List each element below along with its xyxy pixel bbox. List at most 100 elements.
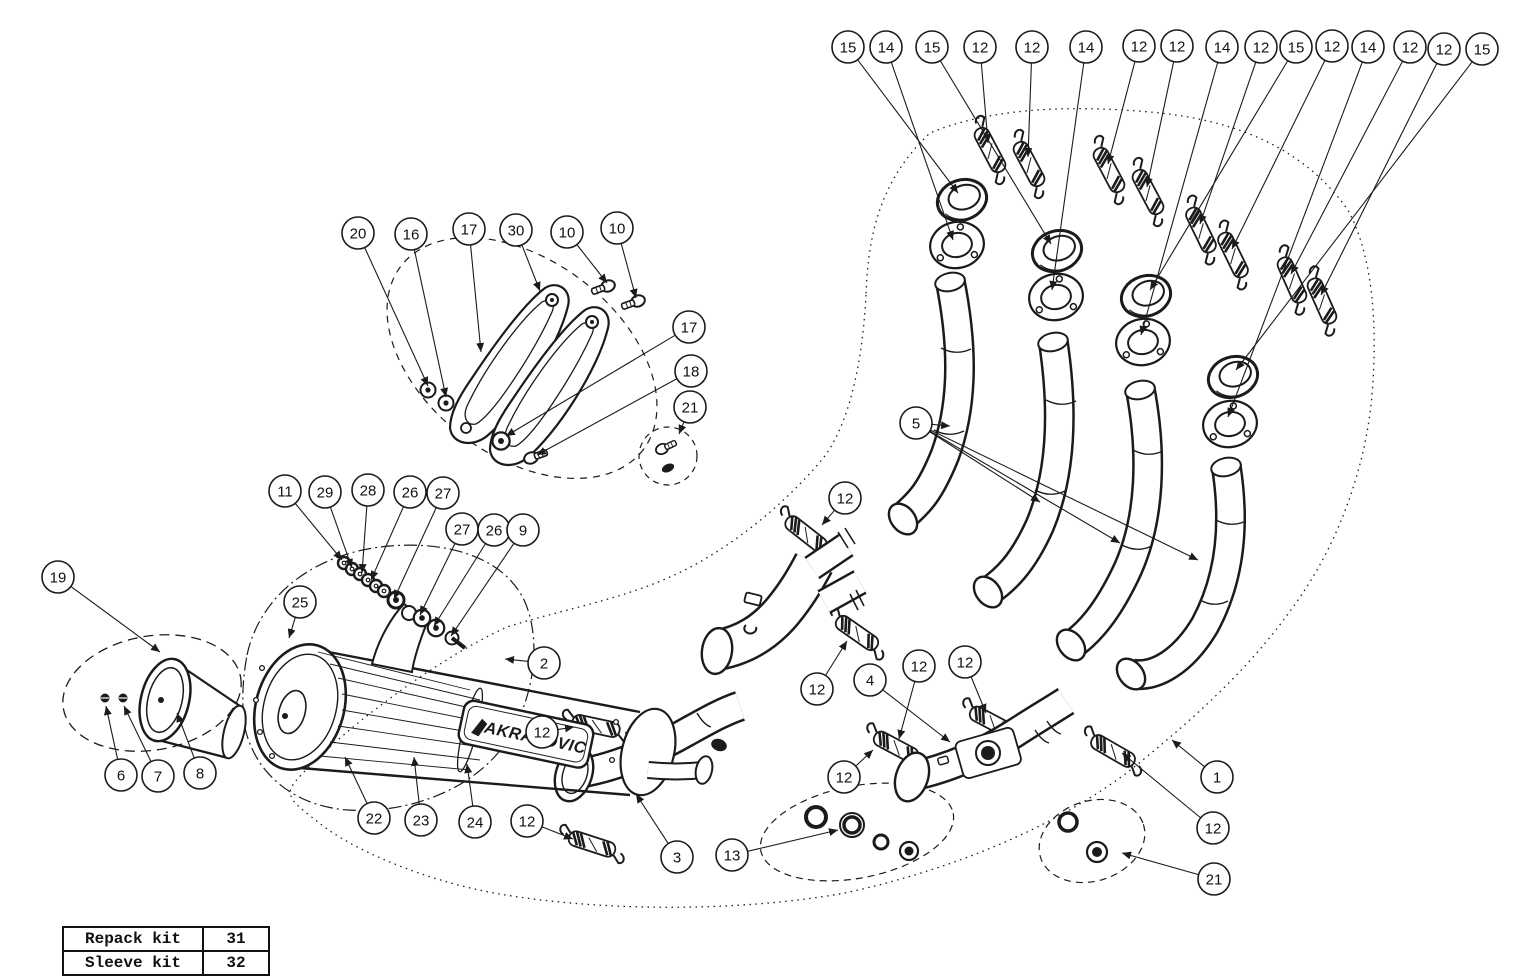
callout-leader-line (70, 586, 161, 653)
callout-12: 12 (897, 649, 936, 740)
callout-leader-line (890, 62, 954, 241)
callout-20: 20 (341, 216, 429, 387)
callout-14: 14 (869, 30, 954, 241)
callout-leader-line (857, 59, 959, 194)
callout-number: 4 (866, 672, 874, 689)
repack-kit-number: 31 (202, 926, 270, 952)
callout-8: 8 (176, 712, 217, 790)
callout-12: 12 (1015, 30, 1049, 158)
callout-leader-line (1199, 62, 1257, 225)
callout-number: 5 (912, 415, 920, 432)
callout-leader-line (287, 617, 296, 639)
callout-16: 16 (394, 217, 449, 398)
callout-leader-line (558, 724, 575, 733)
callout-circle (902, 649, 936, 683)
callout-circle (510, 804, 544, 838)
kits-table-row: Sleeve kit 32 (62, 950, 270, 976)
callout-circle (1015, 30, 1049, 64)
callout-number: 12 (1436, 41, 1453, 58)
callout-number: 28 (360, 482, 377, 499)
gasket-kit-parts (804, 805, 920, 862)
callout-27: 27 (419, 512, 479, 616)
callout-number: 15 (1474, 41, 1491, 58)
callout-leader-line (104, 705, 119, 759)
callout-2: 2 (504, 646, 561, 680)
hanger-bracket-straps (448, 284, 610, 467)
callout-15: 15 (1149, 30, 1313, 291)
callout-leader-line (1121, 752, 1201, 818)
callout-number: 9 (519, 522, 527, 539)
callout-leader-line (620, 243, 638, 299)
callout-number: 14 (878, 39, 895, 56)
callout-17: 17 (505, 310, 706, 437)
callout-leader-line (470, 245, 485, 353)
callout-leader-line (576, 244, 608, 284)
callout-number: 16 (403, 226, 420, 243)
callout-leader-line (940, 60, 1052, 245)
callout-number: 12 (1024, 39, 1041, 56)
callout-number: 27 (435, 485, 452, 502)
callout-circle (674, 354, 708, 388)
callout-number: 21 (682, 399, 699, 416)
callout-12: 12 (827, 749, 874, 794)
callout-leader-line (747, 828, 839, 852)
callout-leader-line (521, 245, 541, 292)
callout-leader-line (123, 705, 152, 762)
callout-number: 7 (154, 768, 162, 785)
callout-12: 12 (948, 645, 987, 714)
callout-4: 4 (853, 663, 951, 743)
callout-24: 24 (458, 763, 492, 839)
callout-12: 12 (1144, 29, 1194, 188)
callout-number: 21 (1206, 871, 1223, 888)
kits-table-row: Repack kit 31 (62, 926, 270, 952)
callout-leader-line (536, 378, 677, 456)
callout-circle (1393, 30, 1427, 64)
callout-leader-line (980, 63, 992, 144)
callout-number: 2 (540, 655, 548, 672)
callout-23: 23 (404, 756, 438, 837)
kit-boundary-dotted (289, 108, 1375, 908)
callout-number: 17 (461, 221, 478, 238)
muffler: AKRAPOVIC (252, 602, 714, 797)
bolt-kit-top (653, 437, 679, 473)
callout-circle (1244, 30, 1278, 64)
callout-circle (1196, 811, 1230, 845)
callout-leader-line (1024, 63, 1033, 158)
callout-leader-line (1121, 851, 1199, 876)
callout-30: 30 (499, 213, 541, 292)
callout-10: 10 (550, 215, 608, 284)
callout-circle (853, 663, 887, 697)
callout-leader-line (176, 712, 195, 758)
callout-number: 26 (402, 484, 419, 501)
callout-29: 29 (308, 475, 353, 569)
callout-circle (1200, 760, 1234, 794)
callout-1: 1 (1171, 739, 1234, 794)
callout-14: 14 (1227, 30, 1385, 418)
callout-number: 8 (196, 765, 204, 782)
kits-table: Repack kit 31 Sleeve kit 32 (62, 926, 270, 976)
callout-number: 10 (609, 220, 626, 237)
repack-kit-label: Repack kit (62, 926, 204, 952)
callout-circle (1351, 30, 1385, 64)
callout-circle (1160, 29, 1194, 63)
end-cap-kit-boundary (62, 634, 242, 752)
callout-number: 1 (1213, 769, 1221, 786)
bolt-kit-boundary-top (638, 426, 698, 486)
callout-leader-line (419, 543, 456, 616)
callout-number: 12 (1169, 38, 1186, 55)
callout-number: 27 (454, 521, 471, 538)
callout-number: 24 (467, 814, 484, 831)
callout-12: 12 (1121, 752, 1230, 845)
callout-leader-line (411, 756, 420, 804)
callout-leader-line (678, 422, 687, 435)
callout-number: 19 (50, 569, 67, 586)
sleeve-kit-number: 32 (202, 950, 270, 976)
callout-leader-line (970, 677, 987, 714)
callout-circle (452, 212, 486, 246)
callout-6: 6 (104, 705, 138, 792)
callout-circle (506, 513, 540, 547)
callout-circle (828, 481, 862, 515)
callout-leader-line (1231, 60, 1326, 250)
